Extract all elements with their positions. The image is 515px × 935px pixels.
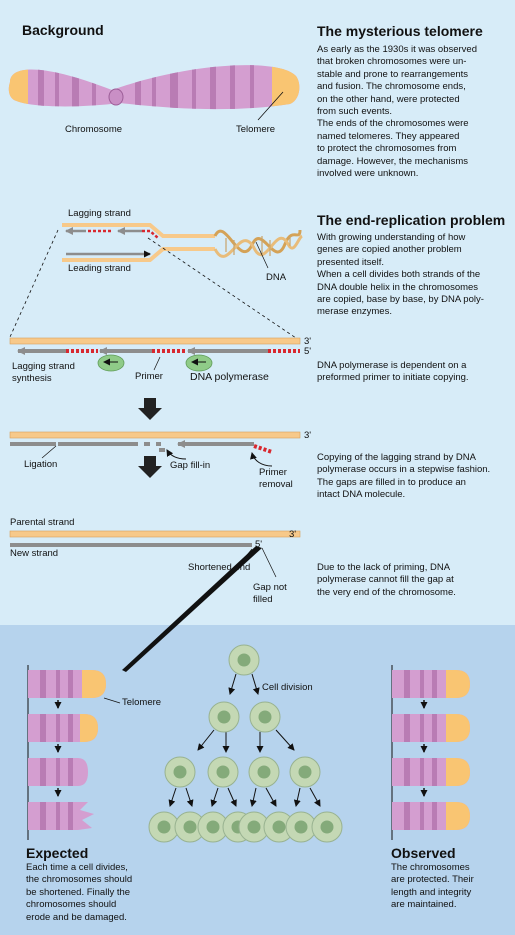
eroded-chromosome — [28, 802, 94, 830]
observed-chromosome — [392, 670, 470, 698]
chromosome-bands — [8, 65, 300, 110]
expected-chromosome — [28, 758, 88, 786]
replication-fork — [9, 223, 304, 339]
cell-division-tree — [148, 644, 343, 843]
gap-not-filled-label: Gap not filled — [253, 582, 287, 605]
down-arrow-icon — [138, 398, 162, 420]
observed-text: The chromosomes are protected. Their len… — [391, 862, 474, 911]
cell — [208, 701, 240, 733]
cell — [263, 811, 295, 843]
zoom-wedge — [122, 546, 262, 672]
step3-3-prime: 3' — [289, 529, 297, 540]
primer-removal-label: Primer removal — [259, 467, 293, 490]
observed-chromosome — [392, 758, 470, 786]
polymerase-blob — [97, 354, 125, 372]
step1-caption: DNA polymerase is dependent on a preform… — [317, 360, 469, 384]
cell — [207, 756, 239, 788]
lagging-synthesis-label: Lagging strand synthesis — [12, 361, 75, 384]
cell — [197, 811, 229, 843]
right-telomere — [272, 65, 300, 110]
shortened-end-label: Shortened end — [188, 562, 251, 573]
cell — [248, 756, 280, 788]
cell — [289, 756, 321, 788]
cell — [285, 811, 317, 843]
cell — [164, 756, 196, 788]
replication-section-title: The end-replication problem — [317, 212, 506, 228]
gap-fill-label: Gap fill-in — [170, 460, 211, 471]
step1-3-prime: 3' — [304, 336, 312, 347]
dna-polymerase-label: DNA polymerase — [190, 371, 269, 383]
parental-strand-label: Parental strand — [10, 517, 75, 528]
expected-chromosome — [28, 714, 98, 742]
cell-division-label: Cell division — [262, 682, 313, 693]
step3-5-prime: 5' — [255, 539, 263, 550]
observed-chromosomes — [391, 665, 470, 840]
telomere-section-text: As early as the 1930s it was observed th… — [317, 44, 478, 180]
primer-label: Primer — [135, 371, 163, 382]
left-telomere — [8, 65, 28, 110]
lagging-strand-label: Lagging strand — [68, 208, 131, 219]
dna-label: DNA — [266, 272, 287, 283]
background-title: Background — [22, 22, 104, 38]
down-arrow-icon — [138, 456, 162, 478]
expected-telomere-label: Telomere — [122, 697, 162, 708]
step2-3-prime: 3' — [304, 430, 312, 441]
expected-title: Expected — [26, 845, 89, 861]
leading-strand-label: Leading strand — [68, 263, 131, 274]
chromosome-label: Chromosome — [65, 124, 123, 135]
observed-title: Observed — [391, 845, 456, 861]
cell — [228, 644, 260, 676]
new-strand-label: New strand — [10, 548, 59, 559]
observed-chromosome — [392, 802, 470, 830]
expected-text: Each time a cell divides, the chromosome… — [26, 862, 133, 923]
cell — [311, 811, 343, 843]
telomere-label: Telomere — [236, 124, 276, 135]
step2-caption: Copying of the lagging strand by DNA pol… — [317, 452, 491, 501]
replication-section-text: With growing understanding of how genes … — [317, 232, 484, 318]
shortened-end-diagram — [9, 530, 301, 672]
cell — [148, 811, 180, 843]
cell — [238, 811, 270, 843]
lagging-strand-synthesis-diagram — [9, 337, 301, 372]
polymerase-blob — [185, 354, 213, 372]
step1-5-prime: 5' — [304, 346, 312, 357]
ligation-label: Ligation — [24, 459, 58, 470]
main-chromosome — [8, 65, 300, 121]
step3-caption: Due to the lack of priming, DNA polymera… — [317, 562, 456, 598]
expected-chromosomes — [27, 665, 121, 840]
cell — [249, 701, 281, 733]
telomere-section-title: The mysterious telomere — [317, 23, 483, 39]
dna-helix — [213, 229, 304, 258]
gap-fill-diagram — [9, 431, 301, 467]
cell — [174, 811, 206, 843]
expected-chromosome — [28, 670, 106, 698]
observed-chromosome — [392, 714, 470, 742]
